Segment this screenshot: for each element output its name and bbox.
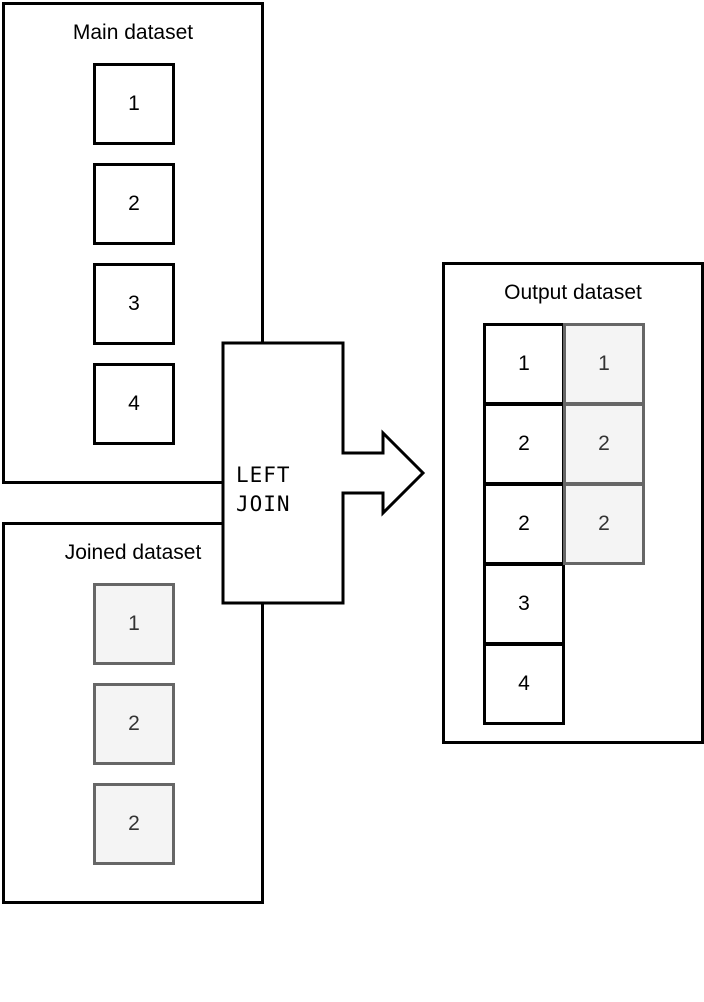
main-dataset-row: 2: [93, 163, 175, 245]
output-left-cell: 3: [483, 563, 565, 645]
main-dataset-title: Main dataset: [72, 21, 194, 44]
joined-dataset-row: 2: [93, 683, 175, 765]
output-right-cell: 2: [563, 403, 645, 485]
output-left-cell: 1: [483, 323, 565, 405]
output-dataset-title: Output dataset: [504, 281, 642, 304]
output-left-cell: 2: [483, 483, 565, 565]
main-dataset-panel: Main dataset 1 2 3 4: [2, 2, 264, 484]
joined-dataset-title: Joined dataset: [64, 541, 202, 564]
joined-dataset-row: 1: [93, 583, 175, 665]
output-right-cell: 2: [563, 483, 645, 565]
output-left-cell: 2: [483, 403, 565, 485]
joined-dataset-row: 2: [93, 783, 175, 865]
joined-dataset-panel: Joined dataset 1 2 2: [2, 522, 264, 904]
main-dataset-row: 3: [93, 263, 175, 345]
main-dataset-row: 1: [93, 63, 175, 145]
main-dataset-row: 4: [93, 363, 175, 445]
output-dataset-panel: Output dataset 1 2 2 3 4 1 2 2: [442, 262, 704, 744]
output-right-cell: 1: [563, 323, 645, 405]
output-left-cell: 4: [483, 643, 565, 725]
join-operation-label: LEFT JOIN: [236, 463, 291, 516]
